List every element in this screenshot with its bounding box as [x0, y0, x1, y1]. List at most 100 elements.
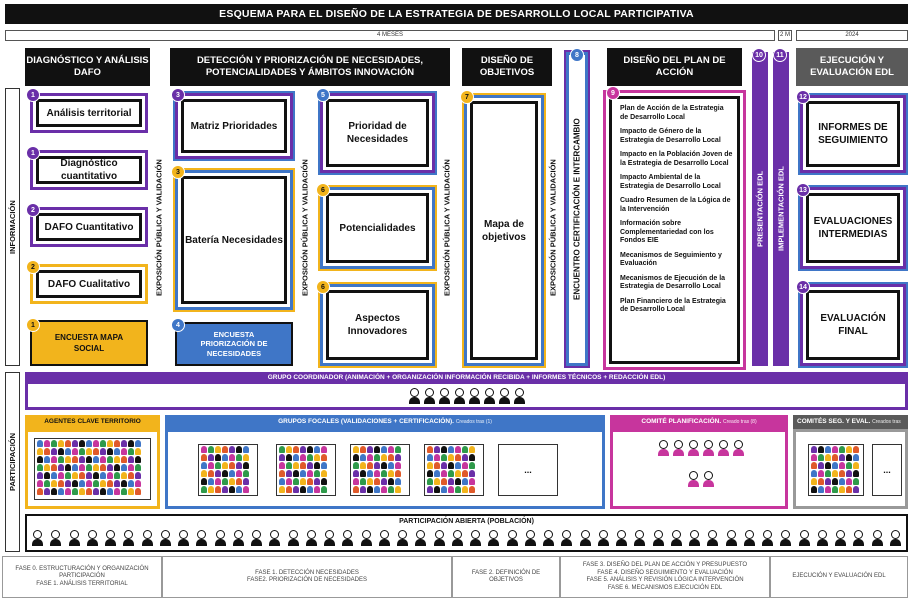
side-label-participacion: PARTICIPACIÓN	[5, 372, 20, 552]
person-icon	[423, 387, 436, 404]
person-icon	[702, 440, 715, 456]
person-icon	[834, 530, 847, 546]
step-number: 2	[26, 203, 40, 217]
box-encuentro: ENCUENTRO CERTIFICACIÓN E INTERCAMBIO	[566, 52, 588, 366]
crowd-icon	[424, 444, 484, 496]
person-icon	[657, 440, 670, 456]
person-icon	[453, 387, 466, 404]
more-groups: ...	[498, 444, 558, 496]
person-icon	[86, 530, 99, 546]
step-number: 11	[773, 48, 787, 62]
person-icon	[816, 530, 829, 546]
plan-item: Impacto de Género de la Estrategia de De…	[620, 128, 721, 144]
person-icon	[49, 530, 62, 546]
person-icon	[487, 530, 500, 546]
person-icon	[378, 530, 391, 546]
plan-item-list: Plan de Acción de la Estrategia de Desar…	[609, 96, 740, 364]
step-number: 14	[796, 280, 810, 294]
column-presentacion: PRESENTACIÓN EDL	[752, 52, 768, 366]
comite-planificacion-header: COMITÉ PLANIFICACIÓN. Creado tras (8)	[610, 415, 788, 429]
person-icon	[732, 440, 745, 456]
crowd-icon	[350, 444, 410, 496]
footer-ejecucion: EJECUCIÓN Y EVALUACIÓN EDL	[770, 556, 908, 598]
person-icon	[852, 530, 865, 546]
person-icon	[702, 471, 715, 487]
label-exposicion-2: EXPOSICIÓN PÚBLICA Y VALIDACIÓN	[300, 159, 310, 297]
person-icon	[506, 530, 519, 546]
plan-item: Mecanismos de Ejecución de la Estrategia…	[620, 274, 726, 291]
box-mapa-objetivos: Mapa de objetivos	[464, 95, 544, 366]
more-comites: ...	[872, 444, 902, 496]
plan-item: Impacto en la Población Joven de la Estr…	[620, 151, 733, 167]
box-dafo-cualitativo: DAFO Cualitativo	[30, 264, 148, 304]
person-icon	[250, 530, 263, 546]
step-number: 12	[796, 90, 810, 104]
person-icon	[652, 530, 665, 546]
person-icon	[743, 530, 756, 546]
step-number: 6	[316, 280, 330, 294]
person-icon	[761, 530, 774, 546]
step-number: 3	[171, 165, 185, 179]
person-icon	[542, 530, 555, 546]
person-icon	[341, 530, 354, 546]
step-number: 1	[26, 88, 40, 102]
person-icon	[798, 530, 811, 546]
person-icon	[451, 530, 464, 546]
plan-item: Plan Financiero de la Estrategia de Desa…	[620, 297, 726, 314]
person-icon	[268, 530, 281, 546]
box-potencialidades: Potencialidades	[320, 187, 435, 269]
label-exposicion-1: EXPOSICIÓN PÚBLICA Y VALIDACIÓN	[154, 159, 164, 297]
footer-fase-2: FASE 2. DEFINICIÓN DE OBJETIVOS	[452, 556, 560, 598]
person-icon	[483, 387, 496, 404]
person-icon	[672, 440, 685, 456]
crowd-icon	[808, 444, 864, 496]
grupo-coordinador-header: GRUPO COORDINADOR (ANIMACIÓN + ORGANIZAC…	[25, 372, 908, 384]
label-exposicion-4: EXPOSICIÓN PÚBLICA Y VALIDACIÓN	[548, 159, 558, 297]
participacion-abierta-header: PARTICIPACIÓN ABIERTA (POBLACIÓN)	[399, 518, 534, 525]
step-number: 7	[460, 90, 474, 104]
box-encuesta-priorizacion: ENCUESTA PRIORIZACIÓN DE NECESIDADES	[175, 322, 293, 366]
person-icon	[560, 530, 573, 546]
participacion-abierta-people	[31, 530, 902, 550]
person-icon	[159, 530, 172, 546]
plan-item: Impacto Ambiental de la Estrategia de De…	[620, 174, 721, 190]
phase-header-plan: DISEÑO DEL PLAN DE ACCIÓN	[607, 48, 742, 86]
box-informes-seguimiento: INFORMES DE SEGUIMIENTO	[800, 95, 906, 173]
person-icon	[524, 530, 537, 546]
grupo-coordinador-people	[25, 384, 908, 410]
participacion-abierta: PARTICIPACIÓN ABIERTA (POBLACIÓN)	[25, 514, 908, 552]
side-label-informacion: INFORMACIÓN	[5, 88, 20, 366]
person-icon	[469, 530, 482, 546]
person-icon	[706, 530, 719, 546]
phase-header-deteccion: DETECCIÓN Y PRIORIZACIÓN DE NECESIDADES,…	[170, 48, 450, 86]
person-icon	[779, 530, 792, 546]
person-icon	[670, 530, 683, 546]
step-number: 10	[752, 48, 766, 62]
step-number: 13	[796, 183, 810, 197]
agentes-body	[25, 429, 160, 509]
person-icon	[360, 530, 373, 546]
phase-header-objetivos: DISEÑO DE OBJETIVOS	[462, 48, 552, 86]
grupos-focales-header: GRUPOS FOCALES (VALIDACIONES + CERTIFICA…	[165, 415, 605, 429]
timeline-duration-1: 4 MESES	[5, 30, 775, 41]
box-prioridad-necesidades: Prioridad de Necesidades	[320, 93, 435, 173]
person-icon	[214, 530, 227, 546]
person-icon	[438, 387, 451, 404]
person-icon	[468, 387, 481, 404]
person-icon	[579, 530, 592, 546]
person-icon	[305, 530, 318, 546]
step-number: 9	[606, 86, 620, 100]
crowd-icon	[34, 438, 151, 500]
person-icon	[232, 530, 245, 546]
person-icon	[725, 530, 738, 546]
comites-seg-header: COMITÉS SEG. Y EVAL. Creados tras	[793, 415, 908, 429]
person-icon	[615, 530, 628, 546]
person-icon	[104, 530, 117, 546]
box-evaluaciones-intermedias: EVALUACIONES INTERMEDIAS	[800, 187, 906, 269]
person-icon	[498, 387, 511, 404]
person-icon	[597, 530, 610, 546]
person-icon	[408, 387, 421, 404]
crowd-icon	[198, 444, 258, 496]
person-icon	[433, 530, 446, 546]
person-icon	[195, 530, 208, 546]
